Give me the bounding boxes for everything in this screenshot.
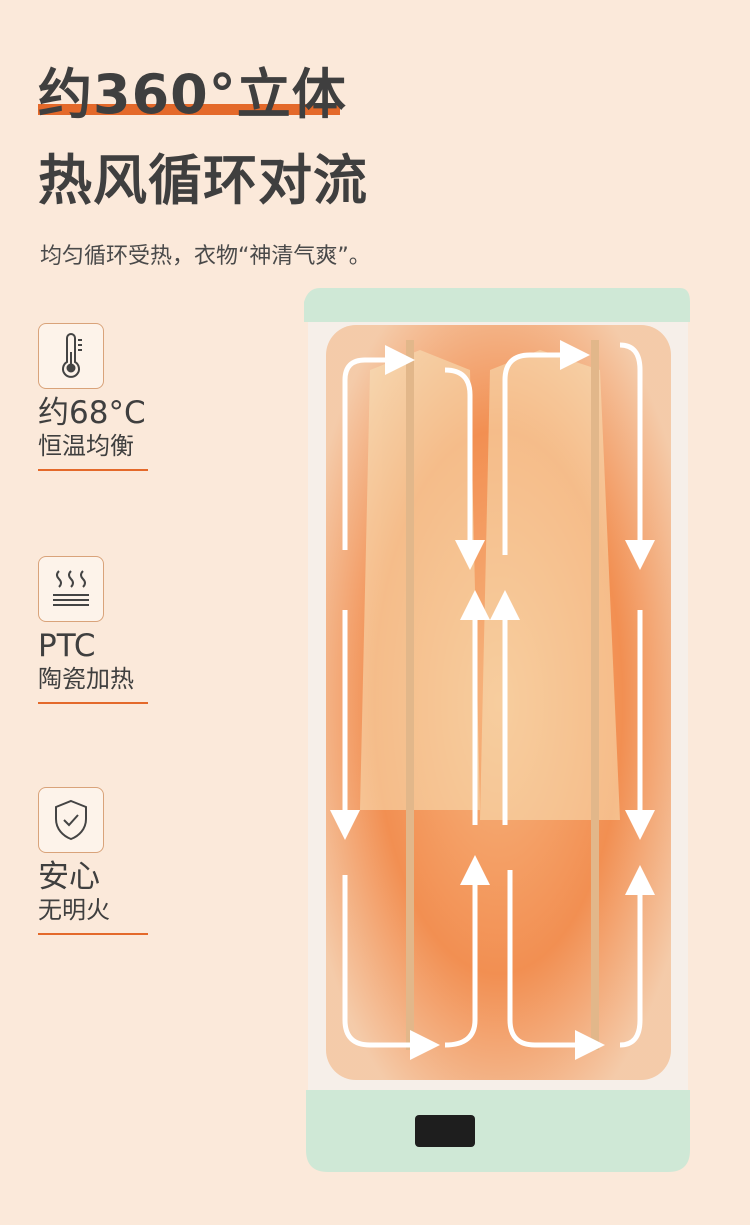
divider <box>38 469 148 471</box>
feature-title: 安心 <box>38 859 100 895</box>
feature-safety: 安心 无明火 <box>38 787 150 935</box>
divider <box>38 933 148 935</box>
thermometer-icon <box>38 323 104 389</box>
feature-title: PTC <box>38 628 96 664</box>
feature-desc: 恒温均衡 <box>38 432 134 460</box>
headline-line1: 约360°立体 <box>38 63 347 126</box>
shirts <box>360 350 620 820</box>
feature-desc: 无明火 <box>38 896 110 924</box>
airflow-arrows <box>330 340 655 1060</box>
shield-check-icon <box>38 787 104 853</box>
dryer-base <box>306 1090 690 1172</box>
clothes-dryer-illustration <box>304 288 690 1172</box>
control-panel-display <box>415 1115 475 1147</box>
headline-line2: 热风循环对流 <box>38 149 368 212</box>
heat-waves-icon <box>38 556 104 622</box>
feature-temperature: 约68°C 恒温均衡 <box>38 323 150 471</box>
subtitle: 均匀循环受热，衣物“神清气爽”。 <box>40 244 371 269</box>
divider <box>38 702 148 704</box>
feature-ptc: PTC 陶瓷加热 <box>38 556 150 704</box>
feature-title: 约68°C <box>38 395 146 431</box>
feature-desc: 陶瓷加热 <box>38 665 134 693</box>
headline-underline <box>38 104 340 115</box>
dryer-top-cover <box>304 288 690 322</box>
